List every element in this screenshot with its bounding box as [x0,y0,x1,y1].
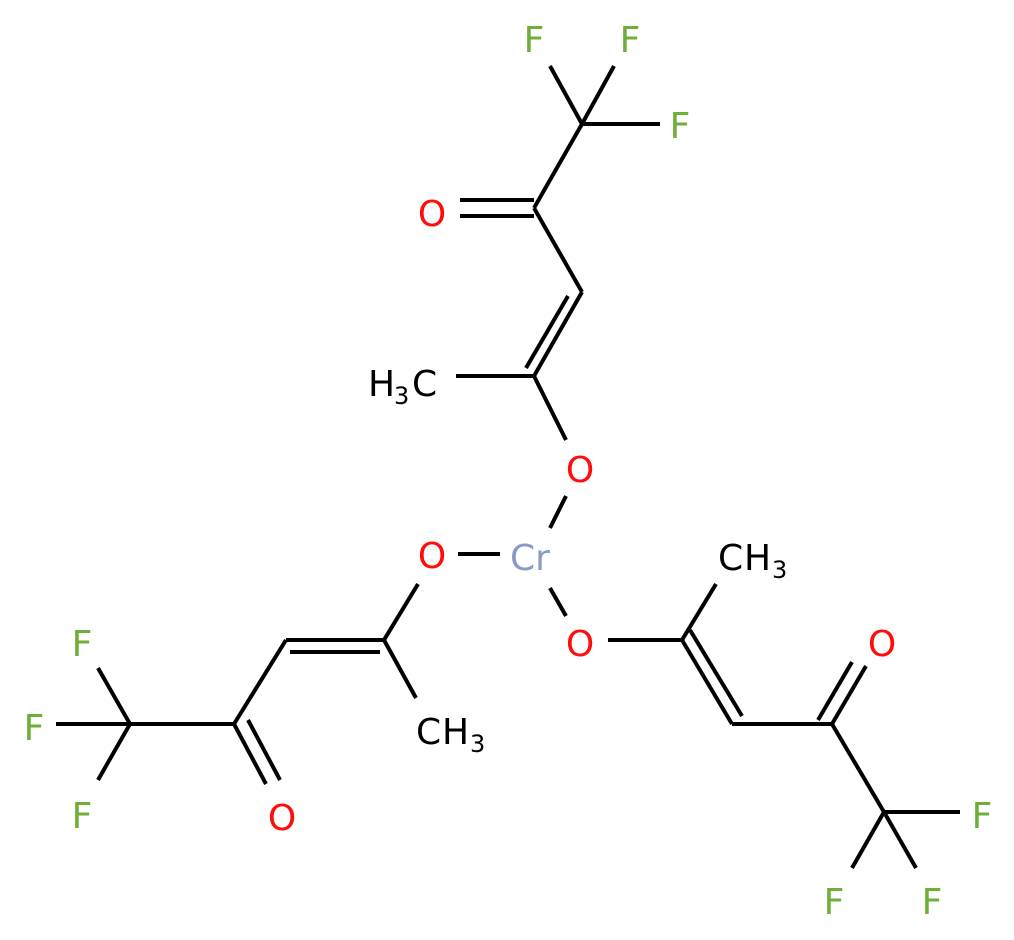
methyl-left-h: H [442,712,469,753]
methyl-top-subscript: 3 [394,382,409,410]
methyl-top-c: C [412,364,437,405]
atom-f-top-2: F [620,20,641,61]
bond-ch-c-left [232,638,288,726]
atom-f-left-2: F [24,708,45,749]
atom-o-top: O [566,450,594,491]
bond-ch-c-double-top-b [524,294,570,370]
bond-c-ch-double-right-b [688,628,744,718]
atom-f-right-2: F [824,882,845,923]
methyl-left-subscript: 3 [470,730,485,758]
atom-f-top-1: F [524,20,545,61]
bond-cf3-f-right-bottom-left [850,811,886,869]
bond-cf3-f-top-right [580,65,616,125]
bond-c-cf3-top [532,123,584,209]
atom-o-left: O [418,536,446,577]
methyl-left-c: C [416,712,441,753]
bond-c-o-double-left-a [232,723,268,785]
methyl-right-h: H [744,538,771,579]
bond-ch-c-double-top-a [532,291,584,377]
atom-f-right-1: F [972,796,993,837]
bond-c-o-double-left-b [246,719,282,781]
bond-c-o-double-right-b [816,660,854,722]
bond-cf3-f-right-bottom-right [882,811,918,869]
atom-f-right-3: F [922,882,943,923]
bond-cr-o-right [548,587,568,617]
bond-c-ch-top [532,207,584,293]
atom-o-carbonyl-right: O [868,624,896,665]
bond-c-o-top [532,375,568,441]
bond-o-cr-top [548,495,568,529]
methyl-right: C H 3 [718,538,787,584]
atom-o-carbonyl-top: O [418,194,446,235]
bond-cf3-f-left-top [96,667,132,725]
bond-cf3-f-left-bottom [96,723,132,781]
bond-o-c-left [382,582,420,642]
methyl-right-c: C [718,538,743,579]
bond-c-cf3-right [830,722,886,814]
atom-f-left-3: F [72,796,93,837]
methyl-top: H 3 C [368,364,437,410]
methyl-left: C H 3 [416,712,485,758]
bond-cf3-f-top-left [548,65,584,125]
bond-c-ch-double-right-a [680,638,734,726]
bond-c-o-double-right-a [830,664,868,726]
methyl-top-h: H [368,364,395,405]
atom-cr: Cr [510,538,550,579]
bond-c-ch3-left [382,639,418,699]
bond-c-ch3-right [680,582,718,642]
atom-f-left-1: F [72,624,93,665]
bonds [56,65,960,869]
atom-labels: Cr O O O O O O F F F F F F F F F H 3 C C… [24,20,993,923]
methyl-right-subscript: 3 [772,556,787,584]
atom-o-carbonyl-left: O [268,798,296,839]
atom-f-top-3: F [670,106,691,147]
atom-o-right: O [566,624,594,665]
